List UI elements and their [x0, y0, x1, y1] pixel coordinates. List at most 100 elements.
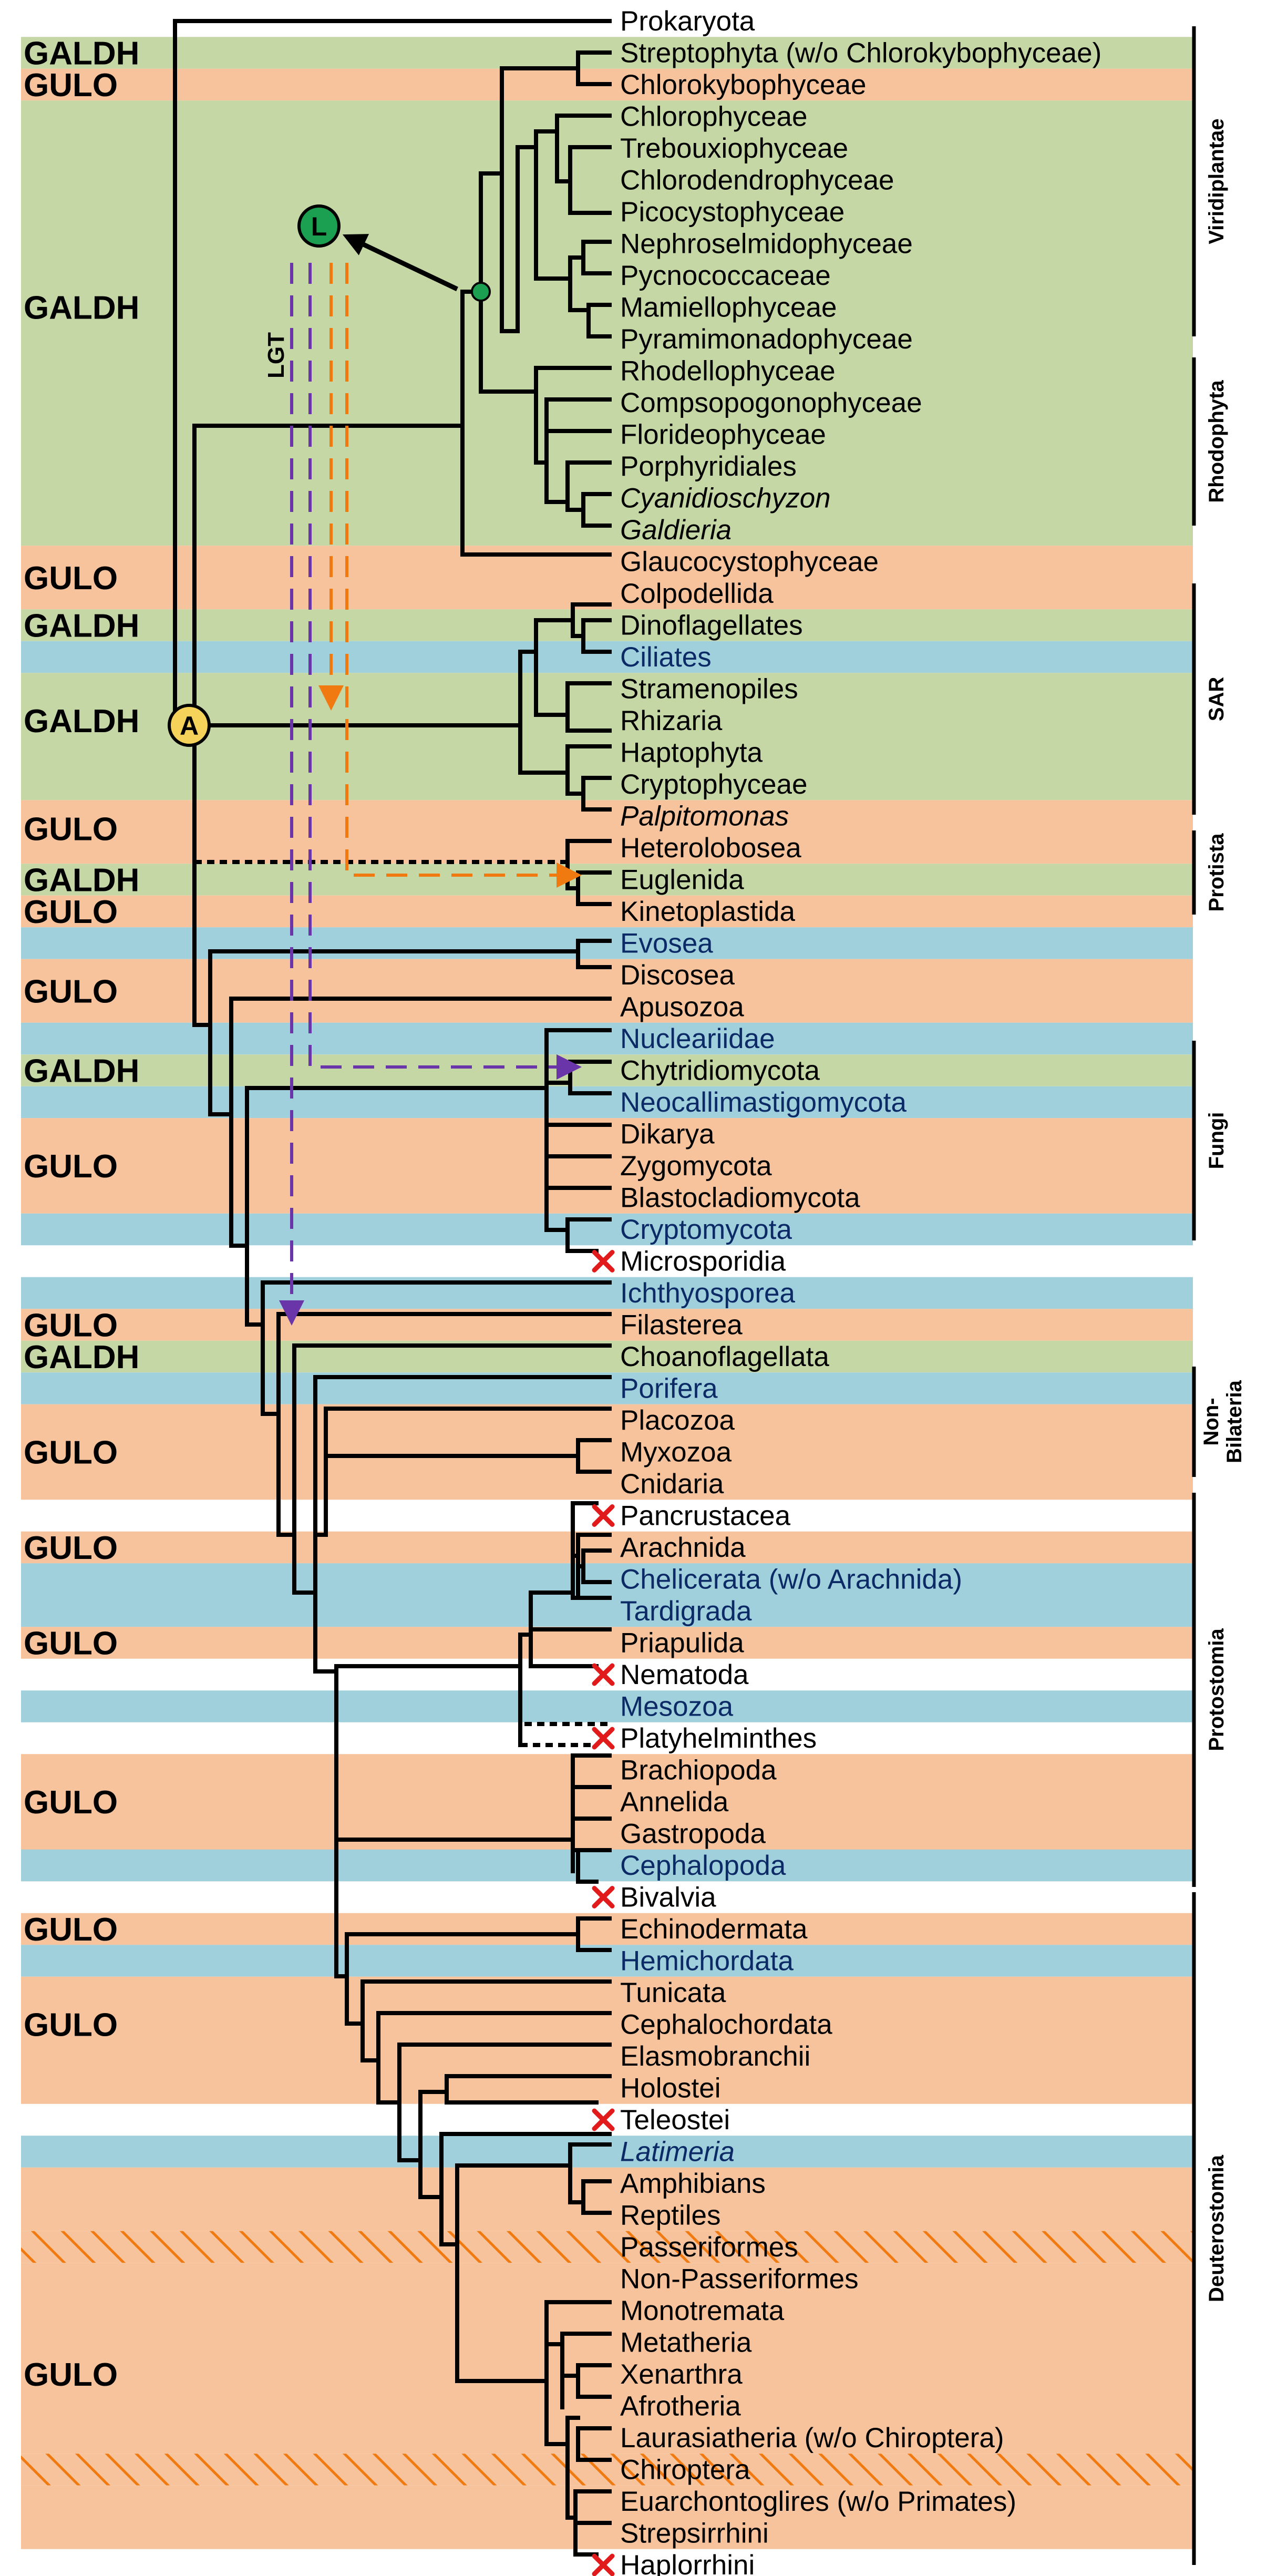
group-non-bilateria-2: Bilateria	[1223, 1380, 1246, 1463]
taxon-label: Ciliates	[620, 642, 712, 673]
taxon-label: Filasterea	[620, 1310, 743, 1341]
taxon-label: Bivalvia	[620, 1882, 716, 1913]
taxon-label: Rhizaria	[620, 705, 723, 736]
taxon-label: Porphyridiales	[620, 451, 797, 482]
green-branch-node	[471, 282, 491, 302]
enzyme-label-galdh: GALDH	[24, 608, 139, 644]
taxon-label: Echinodermata	[620, 1914, 808, 1945]
taxon-label: Dinoflagellates	[620, 610, 803, 641]
group-viridiplantae: Viridiplantae	[1205, 118, 1228, 244]
taxon-label: Apusozoa	[620, 992, 744, 1023]
band-11	[21, 959, 1193, 1023]
taxon-label: Mesozoa	[620, 1691, 734, 1722]
enzyme-label-gulo: GULO	[24, 973, 118, 1010]
enzyme-label-gulo: GULO	[24, 1435, 118, 1471]
ancestor-node	[168, 704, 211, 747]
band-36	[21, 2485, 1193, 2549]
taxon-label: Placozoa	[620, 1405, 735, 1436]
gene-loss-icon	[592, 2553, 615, 2576]
taxon-label: Cryptomycota	[620, 1214, 792, 1245]
enzyme-label-gulo: GULO	[24, 1530, 118, 1566]
loss-markers	[592, 1250, 615, 2576]
taxon-label: Trebouxiophyceae	[620, 133, 848, 164]
taxon-label: Tunicata	[620, 1977, 726, 2008]
ancestor-label: A	[180, 711, 199, 741]
gene-loss-icon	[592, 1250, 615, 1272]
taxon-label: Neocallimastigomycota	[620, 1087, 907, 1118]
lgt-source-label: L	[311, 212, 327, 241]
taxon-label: Tardigrada	[620, 1596, 752, 1627]
enzyme-label-galdh: GALDH	[24, 703, 139, 740]
taxon-label: Cryptophyceae	[620, 769, 807, 800]
band-25	[21, 1690, 1193, 1722]
group-fungi: Fungi	[1205, 1112, 1228, 1169]
taxon-label: Strepsirrhini	[620, 2518, 769, 2549]
taxon-label: Pancrustacea	[620, 1501, 791, 1532]
taxon-label: Galdieria	[620, 515, 732, 546]
taxon-label: Elasmobranchii	[620, 2041, 810, 2072]
taxon-label: Chiroptera	[620, 2455, 750, 2486]
taxon-label: Nematoda	[620, 1659, 749, 1690]
enzyme-label-gulo: GULO	[24, 1308, 118, 1344]
taxon-label: Cyanidioschyzon	[620, 483, 831, 514]
taxon-label: Ichthyosporea	[620, 1278, 795, 1309]
enzyme-labels: GALDHGULOGALDHGULOGALDHGALDHGULOGALDHGUL…	[24, 36, 139, 2394]
taxon-label: Haplorrhini	[620, 2550, 755, 2576]
gene-loss-icon	[592, 1504, 615, 1527]
taxon-label: Dikarya	[620, 1119, 715, 1150]
taxon-label: Compsopogonophyceae	[620, 387, 922, 418]
taxon-label: Annelida	[620, 1787, 729, 1818]
band-13	[21, 1054, 1193, 1086]
taxon-label: Passeriformes	[620, 2232, 798, 2263]
group-protostomia: Protostomia	[1205, 1628, 1228, 1751]
taxon-label: Choanoflagellata	[620, 1341, 829, 1372]
taxon-label: Latimeria	[620, 2137, 735, 2168]
taxon-label: Euglenida	[620, 865, 744, 896]
group-deuterostomia: Deuterostomia	[1205, 2154, 1228, 2302]
taxon-label: Nucleariidae	[620, 1023, 775, 1054]
taxon-label: Monotremata	[620, 2295, 785, 2326]
taxon-label: Pyramimonadophyceae	[620, 324, 913, 355]
enzyme-label-galdh: GALDH	[24, 1053, 139, 1090]
taxon-label: Gastropoda	[620, 1819, 766, 1850]
taxon-label: Blastocladiomycota	[620, 1183, 860, 1214]
enzyme-label-gulo: GULO	[24, 1148, 118, 1185]
lgt-label: LGT	[263, 332, 289, 378]
enzyme-label-gulo: GULO	[24, 560, 118, 597]
enzyme-label-gulo: GULO	[24, 2357, 118, 2393]
enzyme-label-gulo: GULO	[24, 1784, 118, 1821]
group-non-bilateria-1: Non-	[1200, 1398, 1223, 1445]
taxon-label: Heterolobosea	[620, 833, 801, 864]
taxon-label: Priapulida	[620, 1628, 744, 1659]
taxon-label: Streptophyta (w/o Chlorokybophyceae)	[620, 38, 1101, 69]
band-2	[21, 100, 1193, 546]
gene-loss-icon	[592, 1663, 615, 1686]
band-12	[21, 1022, 1193, 1055]
taxon-label: Chelicerata (w/o Arachnida)	[620, 1564, 962, 1595]
band-33	[21, 2231, 1193, 2263]
band-34	[21, 2263, 1193, 2454]
band-5	[21, 641, 1193, 673]
taxon-label: Myxozoa	[620, 1437, 732, 1468]
taxon-label: Hemichordata	[620, 1946, 794, 1977]
taxon-label: Afrotheria	[620, 2391, 741, 2422]
group-rhodophyta: Rhodophyta	[1205, 380, 1228, 503]
band-32	[21, 2167, 1193, 2231]
taxon-label: Xenarthra	[620, 2359, 743, 2390]
enzyme-label-galdh: GALDH	[24, 863, 139, 899]
taxon-label: Colpodellida	[620, 578, 774, 609]
taxon-label: Rhodellophyceae	[620, 356, 836, 387]
taxon-label: Discosea	[620, 960, 735, 991]
taxon-label: Platyhelminthes	[620, 1723, 817, 1754]
taxon-label: Chlorophyceae	[620, 101, 808, 132]
taxon-label: Pycnococcaceae	[620, 260, 831, 291]
enzyme-label-gulo: GULO	[24, 2007, 118, 2044]
band-9	[21, 895, 1193, 928]
band-15	[21, 1118, 1193, 1214]
taxon-label: Picocystophyceae	[620, 197, 844, 228]
group-protista: Protista	[1205, 833, 1228, 912]
taxon-label: Cephalochordata	[620, 2009, 832, 2040]
taxon-label: Euarchontoglires (w/o Primates)	[620, 2486, 1016, 2517]
